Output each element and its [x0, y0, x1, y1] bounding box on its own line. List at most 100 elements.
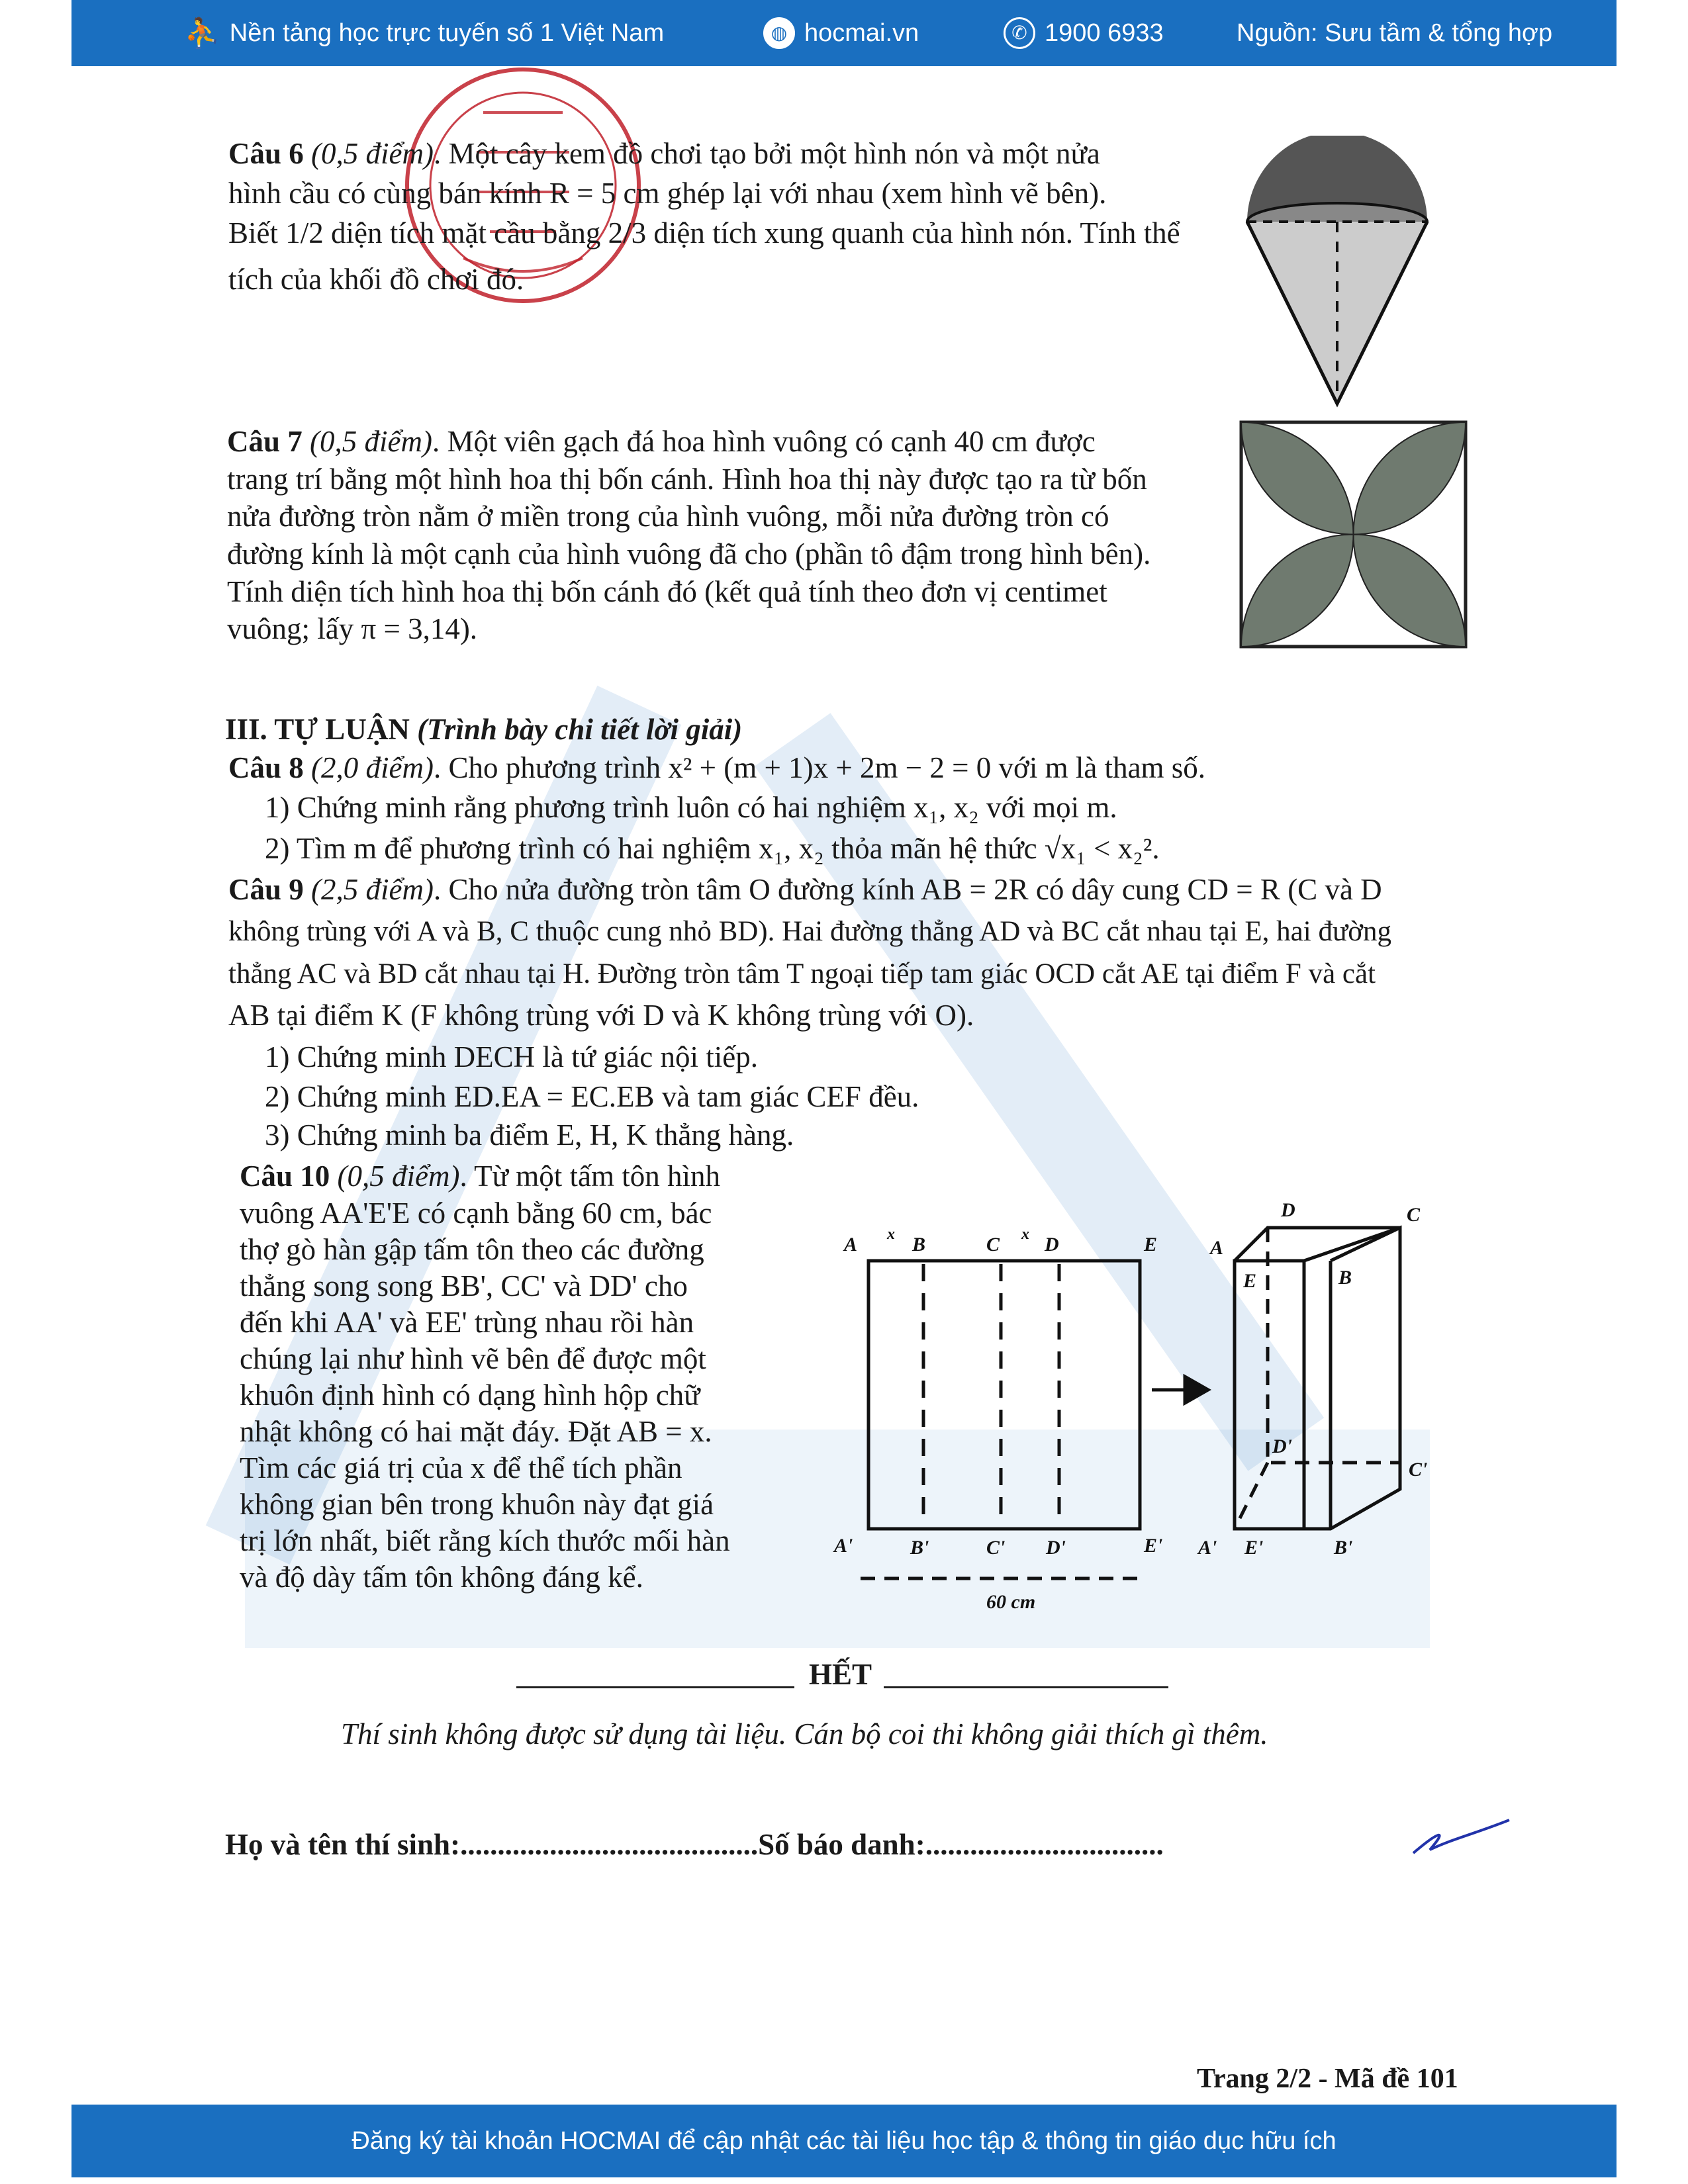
- q9-label: Câu 9: [228, 873, 304, 906]
- watermark-band: [245, 1430, 1430, 1648]
- phone-text: 1900 6933: [1045, 19, 1164, 47]
- label: E': [1143, 1535, 1162, 1557]
- q6-line: tích của khối đồ chơi đó.: [228, 263, 524, 296]
- q9-text: . Cho nửa đường tròn tâm O đường kính AB…: [433, 873, 1382, 906]
- q8-points: (2,0 điểm): [311, 751, 434, 784]
- source-text: Nguồn: Sưu tầm & tổng hợp: [1237, 19, 1552, 48]
- label: B': [910, 1537, 929, 1559]
- label: E': [1244, 1537, 1263, 1559]
- divider: [884, 1686, 1168, 1688]
- website-text: hocmai.vn: [804, 19, 919, 47]
- q8-item: 1) Chứng minh rằng phương trình luôn có …: [265, 791, 1117, 824]
- q10-line: đến khi AA' và EE' trùng nhau rồi hàn: [240, 1306, 694, 1339]
- q10-line: và độ dày tấm tôn không đáng kể.: [240, 1561, 643, 1594]
- q10-label: Câu 10: [240, 1160, 330, 1193]
- label: B: [912, 1234, 925, 1255]
- figure-labels: A x B C x D E A' B' C' D' E' 60 cm D C A…: [833, 1199, 1427, 1613]
- footer-text: Đăng ký tài khoản HOCMAI để cập nhật các…: [352, 2126, 1336, 2155]
- q10-line: nhật không có hai mặt đáy. Đặt AB = x.: [240, 1415, 712, 1448]
- q9-points: (2,5 điểm): [311, 873, 434, 906]
- section-subtitle: (Trình bày chi tiết lời giải): [417, 713, 743, 746]
- q6-line: Biết 1/2 diện tích mặt cầu bằng 2/3 diện…: [228, 216, 1180, 250]
- q10-line: thẳng song song BB', CC' và DD' cho: [240, 1269, 688, 1302]
- label: C: [1407, 1204, 1421, 1226]
- q7-text: . Một viên gạch đá hoa hình vuông có cạn…: [432, 425, 1096, 458]
- q9-line: thẳng AC và BD cắt nhau tại H. Đường trò…: [228, 958, 1376, 989]
- footer-bar[interactable]: Đăng ký tài khoản HOCMAI để cập nhật các…: [71, 2105, 1617, 2177]
- label: B': [1333, 1537, 1352, 1559]
- label: E: [1143, 1234, 1157, 1255]
- q8-text: . Cho phương trình x² + (m + 1)x + 2m − …: [433, 751, 1206, 784]
- name-label: Họ và tên thí sinh:: [225, 1828, 461, 1861]
- q7-line: nửa đường tròn nằm ở miền trong của hình…: [227, 500, 1109, 533]
- q10-line: vuông AA'E'E có cạnh bằng 60 cm, bác: [240, 1197, 712, 1230]
- q6-points: (0,5 điểm): [311, 137, 434, 170]
- q10-line: thợ gò hàn gập tấm tôn theo các đường: [240, 1233, 704, 1266]
- id-label: Số báo danh:: [758, 1828, 925, 1861]
- q9-line: Câu 9 (2,5 điểm). Cho nửa đường tròn tâm…: [228, 875, 1382, 905]
- q9-item: 1) Chứng minh DECH là tứ giác nội tiếp.: [265, 1040, 758, 1073]
- q9-line: không trùng với A và B, C thuộc cung nhỏ…: [228, 916, 1391, 947]
- q10-text: . Từ một tấm tôn hình: [459, 1160, 721, 1193]
- q6-label: Câu 6: [228, 137, 304, 170]
- q6-text: . Một cây kem đồ chơi tạo bởi một hình n…: [433, 137, 1100, 170]
- q10-line: chúng lại như hình vẽ bên để được một: [240, 1342, 706, 1375]
- q10-line: Tìm các giá trị của x để thể tích phần: [240, 1451, 682, 1484]
- width-label: 60 cm: [986, 1591, 1035, 1613]
- label: C': [986, 1537, 1005, 1559]
- q10-line: Câu 10 (0,5 điểm). Từ một tấm tôn hình: [240, 1161, 720, 1191]
- label: E: [1243, 1270, 1256, 1292]
- phone-icon: ✆: [1004, 17, 1035, 49]
- label: D: [1044, 1234, 1059, 1255]
- label: x: [1021, 1226, 1029, 1243]
- q7-line: Tính diện tích hình hoa thị bốn cánh đó …: [227, 575, 1107, 608]
- label: D': [1045, 1537, 1066, 1559]
- q7-line: đường kính là một cạnh của hình vuông đã…: [227, 537, 1151, 570]
- school-stamp: [405, 68, 641, 303]
- q9-line: AB tại điểm K (F không trùng với D và K …: [228, 999, 974, 1032]
- label: B: [1338, 1267, 1352, 1289]
- q10-points: (0,5 điểm): [337, 1160, 460, 1193]
- page-info: Trang 2/2 - Mã đề 101: [1197, 2064, 1458, 2094]
- q7-line: vuông; lấy π = 3,14).: [227, 612, 478, 645]
- ice-cream-figure: [1245, 136, 1429, 408]
- website-link[interactable]: ◍ hocmai.vn: [763, 17, 919, 49]
- label: D': [1272, 1435, 1292, 1457]
- brand: ⛹ Nền tảng học trực tuyến số 1 Việt Nam: [184, 16, 664, 50]
- label: C': [1409, 1459, 1427, 1480]
- divider: [516, 1686, 794, 1688]
- label: D: [1280, 1199, 1295, 1221]
- q9-item: 3) Chứng minh ba điểm E, H, K thẳng hàng…: [265, 1118, 794, 1152]
- name-field: ........................................: [460, 1828, 759, 1861]
- q7-points: (0,5 điểm): [310, 425, 432, 458]
- end-note: Thí sinh không được sử dụng tài liệu. Cá…: [341, 1717, 1268, 1751]
- label: A': [833, 1535, 853, 1557]
- header-bar: ⛹ Nền tảng học trực tuyến số 1 Việt Nam …: [71, 0, 1617, 66]
- source-label: Nguồn: Sưu tầm & tổng hợp: [1237, 19, 1553, 47]
- flower-tile-figure: [1239, 420, 1468, 649]
- label: C: [986, 1234, 1000, 1255]
- label: A: [1209, 1237, 1223, 1259]
- q7-line: Câu 7 (0,5 điểm). Một viên gạch đá hoa h…: [227, 427, 1096, 457]
- sheet-folding-figure: A x B C x D E A' B' C' D' E' 60 cm D C A…: [833, 1199, 1427, 1613]
- q7-label: Câu 7: [227, 425, 303, 458]
- hocmai-logo-icon: ⛹: [184, 17, 220, 50]
- id-field: ................................: [925, 1828, 1164, 1861]
- q9-item: 2) Chứng minh ED.EA = EC.EB và tam giác …: [265, 1080, 919, 1113]
- q8-item: 2) Tìm m để phương trình có hai nghiệm x…: [265, 832, 1160, 865]
- q10-line: không gian bên trong khuôn này đạt giá: [240, 1488, 714, 1521]
- q7-line: trang trí bằng một hình hoa thị bốn cánh…: [227, 463, 1147, 496]
- globe-icon: ◍: [763, 17, 795, 49]
- label: A': [1197, 1537, 1217, 1559]
- phone-link[interactable]: ✆ 1900 6933: [1004, 17, 1164, 49]
- q6-line: hình cầu có cùng bán kính R = 5 cm ghép …: [228, 177, 1107, 210]
- label: x: [886, 1226, 895, 1243]
- section-title-text: III. TỰ LUẬN: [225, 713, 410, 746]
- q8-label: Câu 8: [228, 751, 304, 784]
- q10-line: khuôn định hình có dạng hình hộp chữ: [240, 1379, 700, 1412]
- q6-line: Câu 6 (0,5 điểm). Một cây kem đồ chơi tạ…: [228, 139, 1100, 169]
- q8-line: Câu 8 (2,0 điểm). Cho phương trình x² + …: [228, 753, 1205, 783]
- candidate-line: Họ và tên thí sinh:.....................…: [225, 1830, 1164, 1860]
- end-title: HẾT: [809, 1658, 872, 1691]
- section-title: III. TỰ LUẬN (Trình bày chi tiết lời giả…: [225, 715, 742, 745]
